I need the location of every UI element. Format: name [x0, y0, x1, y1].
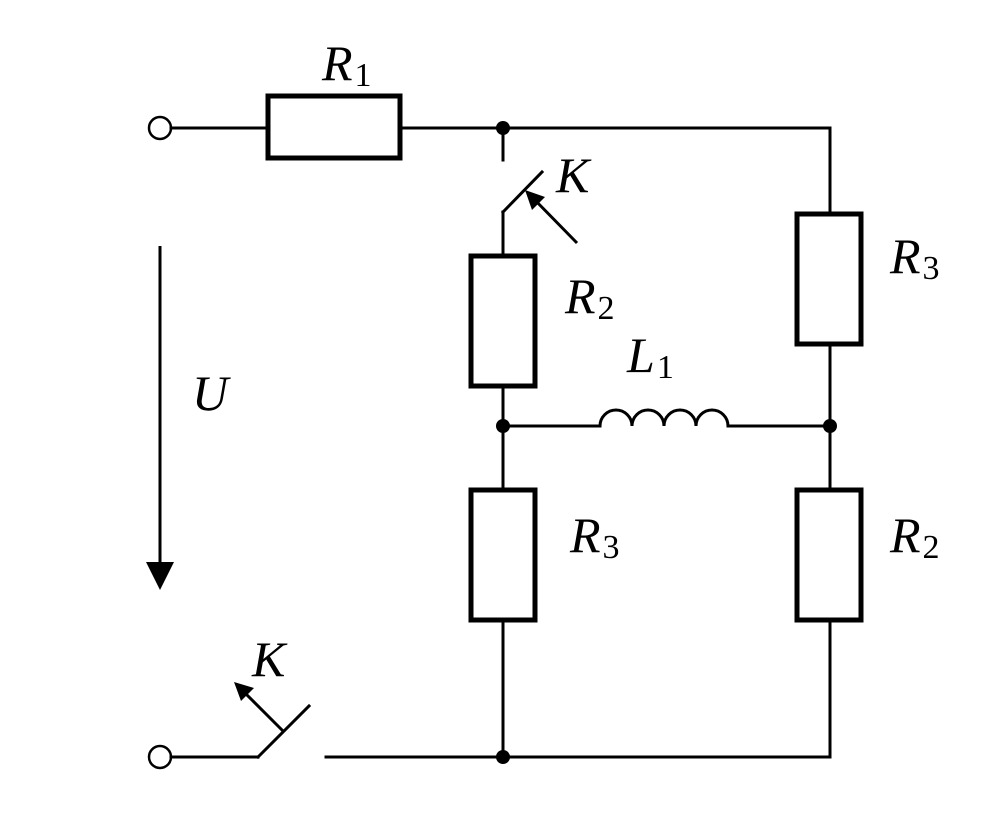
- switch-k-top-arrowhead: [525, 190, 545, 210]
- switch-k-bottom-arrowhead: [234, 682, 254, 701]
- junction-top: [496, 121, 510, 135]
- junction-left-middle: [496, 419, 510, 433]
- label-r3-left: R3: [569, 507, 620, 566]
- label-u: U: [192, 365, 231, 421]
- junction-bottom: [496, 750, 510, 764]
- switch-k-bottom-blade: [255, 703, 312, 760]
- switch-k-bottom-arrow: [241, 689, 285, 733]
- inductor-l1: [598, 408, 730, 428]
- input-terminal-top: [147, 115, 173, 141]
- label-r1: R1: [321, 35, 372, 94]
- label-k-bottom: K: [251, 631, 288, 687]
- wire-top-main: [398, 126, 832, 216]
- resistor-r3-left: [468, 487, 538, 623]
- resistor-r3-right: [794, 211, 864, 347]
- wire-right-bottom: [324, 618, 832, 759]
- resistor-r1: [265, 93, 403, 161]
- label-r2-left: R2: [564, 268, 615, 327]
- voltage-arrowhead: [146, 562, 174, 590]
- label-k-top: K: [555, 147, 592, 203]
- input-terminal-bottom: [147, 744, 173, 770]
- resistor-r2-left: [468, 253, 538, 389]
- label-r2-right: R2: [889, 507, 940, 566]
- switch-k-top-blade: [500, 169, 545, 215]
- switch-k-top-arrow: [529, 194, 579, 245]
- label-l1: L1: [626, 327, 674, 386]
- label-r3-right: R3: [889, 228, 940, 287]
- resistor-r2-right: [794, 487, 864, 623]
- junction-right-middle: [823, 419, 837, 433]
